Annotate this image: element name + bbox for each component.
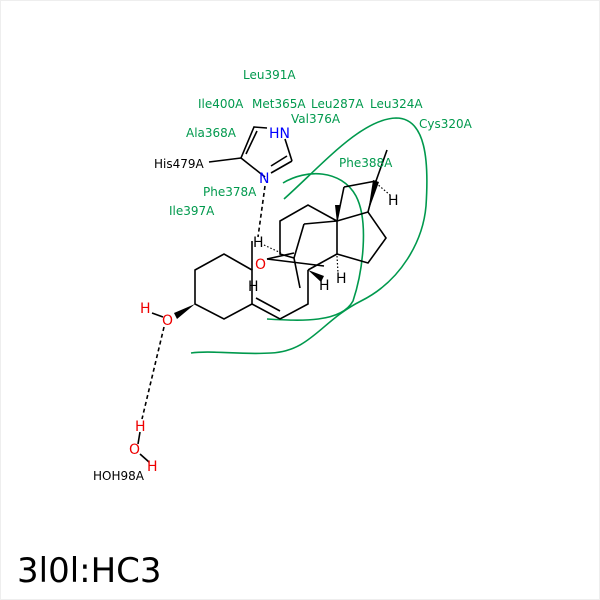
atom-h-water: H	[135, 419, 146, 435]
atom-o-ring: O	[255, 257, 266, 273]
residue-label: Phe378A	[203, 185, 257, 199]
stereo-wedges	[174, 180, 379, 319]
hydrogen-bonds	[141, 185, 266, 420]
residue-label: Met365A	[252, 97, 306, 111]
hbond-his-o	[257, 185, 266, 238]
atom-h: H	[388, 193, 399, 209]
residue-label: Leu391A	[243, 68, 296, 82]
atom-h-water: H	[147, 459, 158, 475]
atom-hn: HN	[269, 126, 290, 142]
hydrophobic-contour-inner	[266, 172, 365, 321]
atom-h: H	[248, 279, 259, 295]
atom-h: H	[336, 271, 347, 287]
atom-h: H	[319, 278, 330, 294]
atom-n: N	[259, 171, 269, 187]
residue-label-his: His479A	[154, 157, 205, 171]
atom-h-hydroxyl: H	[140, 301, 151, 317]
residue-label: Leu324A	[370, 97, 423, 111]
residue-label: Val376A	[291, 112, 341, 126]
atom-o-hydroxyl: O	[162, 313, 173, 329]
hydrophobic-contour-outer	[190, 117, 428, 355]
hashed-bonds	[263, 182, 391, 274]
residue-label: Phe388A	[339, 156, 393, 170]
residue-label: Cys320A	[419, 117, 473, 131]
residue-label: Leu287A	[311, 97, 364, 111]
hbond-oh-water	[141, 326, 165, 420]
residue-label: Ile397A	[169, 204, 215, 218]
residue-label-water: HOH98A	[93, 469, 145, 483]
residue-label: Ile400A	[198, 97, 244, 111]
atom-o-water: O	[129, 442, 140, 458]
residue-label: Ala368A	[186, 126, 237, 140]
atom-h: H	[253, 235, 264, 251]
diagram-title: 3l0l:HC3	[17, 551, 162, 591]
ligand-bonds	[137, 126, 388, 463]
